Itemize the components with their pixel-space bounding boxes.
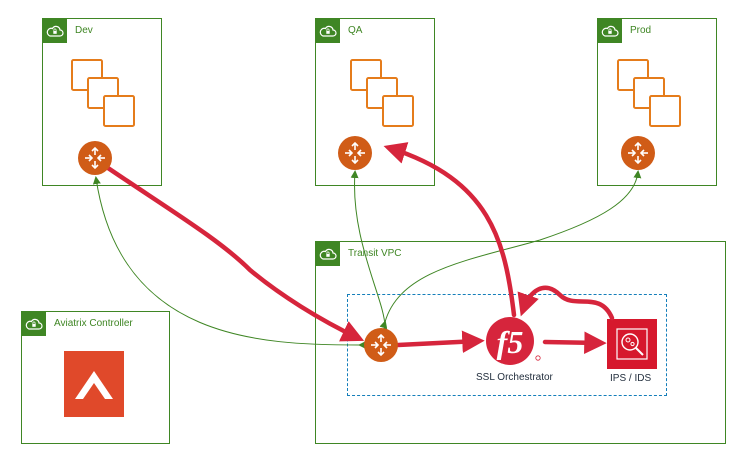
vpc-label: Transit VPC [348,248,402,259]
vpc-cloud-lock-icon [43,19,67,43]
vpc-cloud-lock-icon [316,242,340,266]
vpc-cloud-lock-icon [22,312,46,336]
vpc-label: Aviatrix Controller [54,318,133,329]
vpc-label: Dev [75,25,93,36]
vpc-qa[interactable]: QA [315,18,435,186]
aviatrix-logo-icon[interactable] [64,351,124,417]
vpc-label: QA [348,25,363,36]
vpc-dev[interactable]: Dev [42,18,162,186]
vpc-cloud-lock-icon [316,19,340,43]
ssl-orchestrator-label: SSL Orchestrator [476,372,553,383]
ips-ids-label: IPS / IDS [610,373,652,384]
vpc-cloud-lock-icon [598,19,622,43]
ips-ids-icon[interactable] [607,319,657,369]
vpc-prod[interactable]: Prod [597,18,717,186]
vpc-label: Prod [630,25,652,36]
